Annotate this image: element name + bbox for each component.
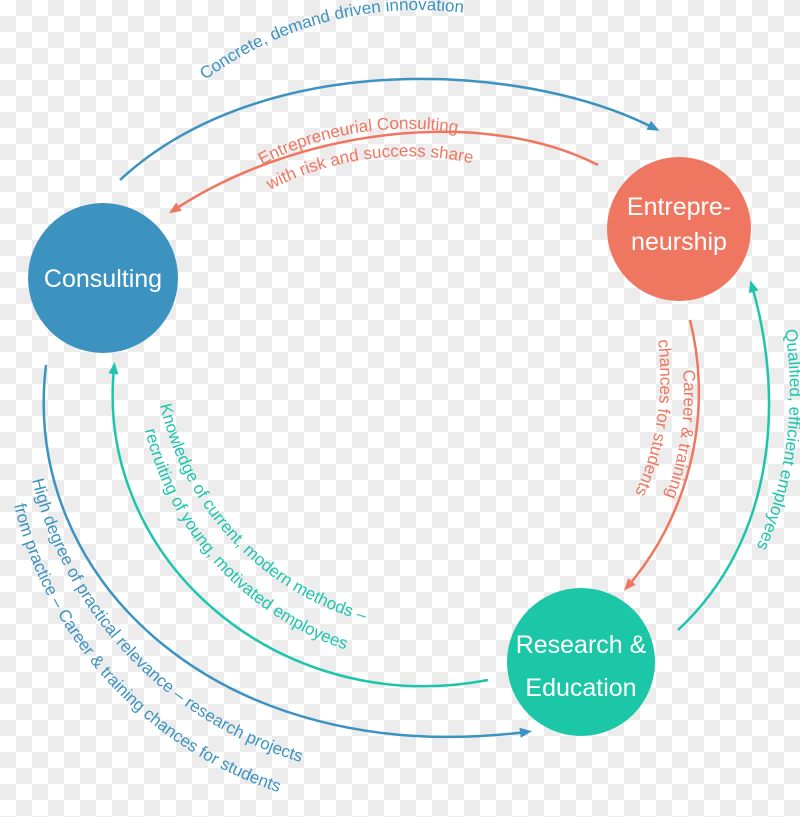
node-research-line2: Education	[525, 674, 636, 702]
arrow-entrepreneurship-to-consulting	[168, 130, 599, 214]
node-consulting-label: Consulting	[44, 265, 162, 293]
label-qualified: Qualified, efficient employees	[753, 328, 800, 553]
node-entrepreneurship: Entrepre- neurship	[607, 157, 751, 301]
label-qualified-text: Qualified, efficient employees	[753, 328, 800, 553]
label-top-flow-text: Concrete, demand driven innovation	[196, 0, 465, 83]
arrow-consulting-to-research	[42, 364, 532, 738]
arrow-entrepreneurship-to-research	[624, 319, 701, 591]
label-top-flow: Concrete, demand driven innovation	[196, 0, 465, 83]
node-entrepreneurship-line1: Entrepre-	[627, 193, 731, 221]
arrow-consulting-to-entrepreneurship	[119, 77, 660, 181]
arrow-research-to-entrepreneurship	[677, 280, 771, 631]
node-consulting: Consulting	[28, 203, 178, 353]
node-entrepreneurship-line2: neurship	[631, 228, 727, 256]
node-research-line1: Research &	[516, 631, 647, 659]
arrow-research-to-consulting	[108, 362, 489, 688]
node-research-education: Research & Education	[507, 588, 655, 736]
